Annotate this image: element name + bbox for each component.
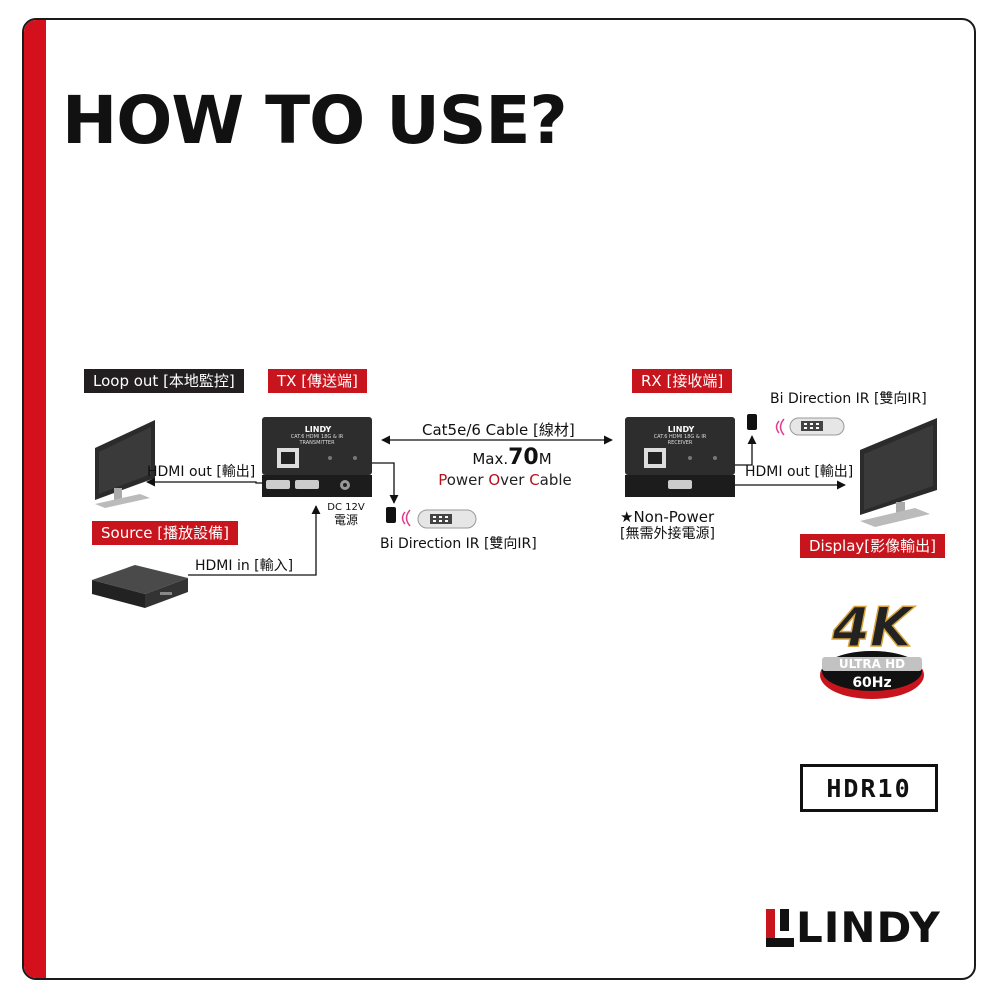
source-tag: Source [播放設備] [92,521,238,545]
connection-lines [146,435,846,576]
ir-left-label: Bi Direction IR [雙向IR] [380,536,537,552]
remote-right-icon [789,417,845,436]
hdr10-badge: HDR10 [800,764,938,812]
cable-label: Cat5e/6 Cable [線材] [422,421,575,439]
poc-ower: ower [446,471,489,489]
loop-monitor-icon [95,420,155,508]
poc-ver: ver [500,471,530,489]
poc-c: C [529,471,540,489]
display-tag: Display[影像輸出] [800,534,945,558]
ultra-hd-line: ULTRA HD [822,657,922,671]
max-unit: M [538,450,552,468]
tx-brand: LINDY [304,425,332,434]
hd-text: HD [885,657,906,671]
power-over-cable-label: Power Over Cable [420,471,590,489]
lindy-logo-text: LINDY [796,903,941,952]
tx-device [262,417,372,497]
max-prefix: Max. [472,450,509,468]
tx-model: CAT.6 HDMI 18G & IR [290,434,344,440]
accent-bar [24,20,46,978]
rx-tag: RX [接收端] [632,369,733,393]
rx-brand: LINDY [667,425,695,434]
non-power-cn-label: [無需外接電源] [620,526,715,542]
lindy-logo: LINDY [766,906,941,950]
poc-p: P [438,471,447,489]
dc-12v-label: DC 12V [327,502,365,513]
tx-tag: TX [傳送端] [268,369,367,393]
power-label: 電源 [334,513,359,527]
ir-emitter-left-icon [386,507,411,527]
4k-text: 4K [832,596,913,659]
poc-able: able [539,471,572,489]
hdmi-out-left-label: HDMI out [輸出] [147,464,256,480]
ultra-text: ULTRA [838,657,881,671]
non-power-label: ★Non-Power [620,508,715,526]
hdmi-in-label: HDMI in [輸入] [195,558,294,574]
tx-role: TRANSMITTER [299,440,335,446]
card-frame [22,18,976,980]
source-player-icon [92,565,188,608]
4k-ultra-hd-badge: 4K ULTRA HD 60Hz [812,600,932,705]
remote-left-icon [417,509,477,529]
poc-o: O [488,471,501,489]
lindy-logo-mark [766,909,794,947]
60hz-text: 60Hz [852,675,892,691]
page-title: HOW TO USE? [62,82,568,159]
rx-role: RECEIVER [667,440,693,446]
ir-right-label: Bi Direction IR [雙向IR] [770,391,927,407]
loop-out-tag: Loop out [本地監控] [84,369,244,393]
rx-device [625,417,735,497]
rx-model: CAT.6 HDMI 18G & IR [653,434,707,440]
display-monitor-icon [860,418,937,527]
max-length-label: Max.70M [432,445,592,470]
hdmi-out-right-label: HDMI out [輸出] [745,464,854,480]
ir-emitter-right-icon [747,414,785,436]
max-value: 70 [508,445,539,470]
